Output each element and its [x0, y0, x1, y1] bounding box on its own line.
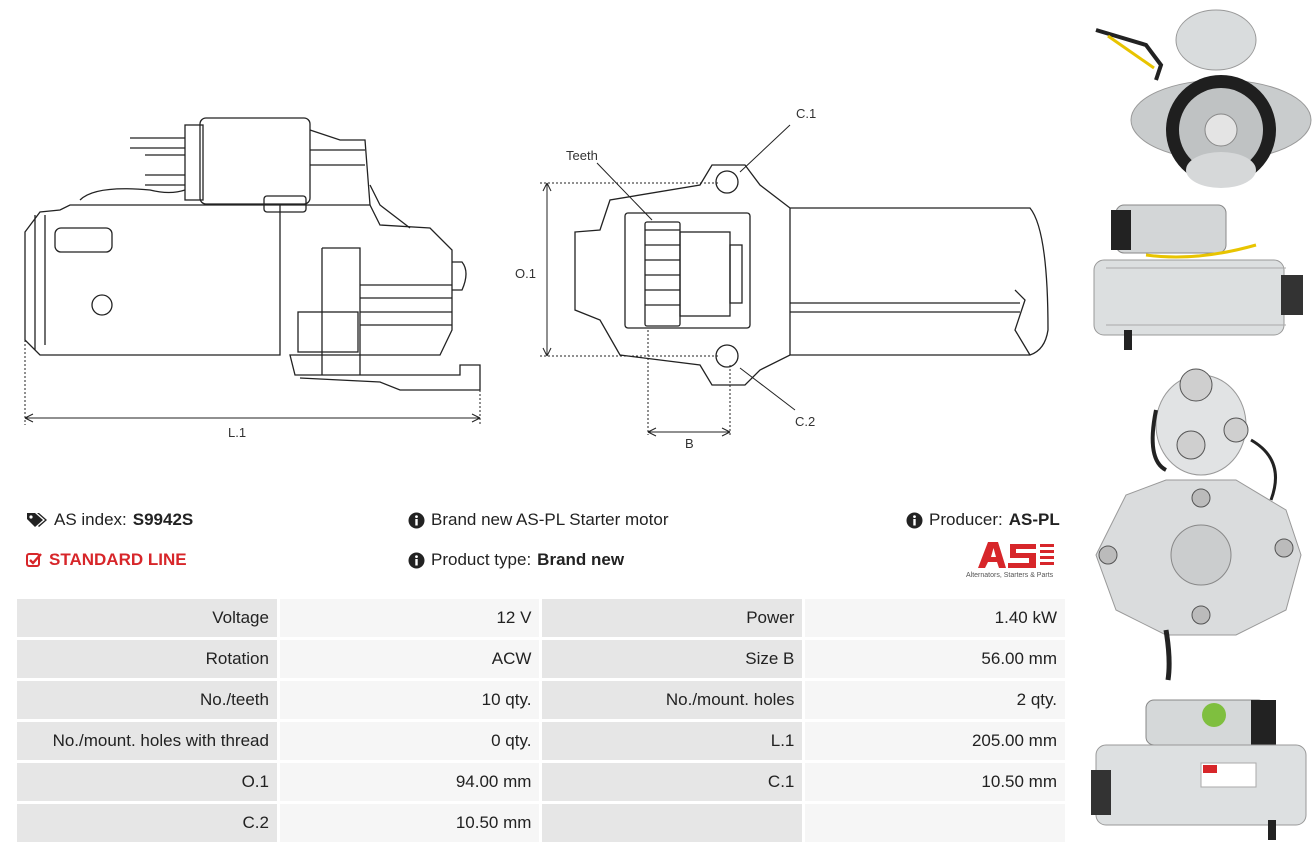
- as-index-row: AS index: S9942S: [26, 510, 193, 530]
- standard-line-label: STANDARD LINE: [49, 550, 187, 569]
- spec-value: 56.00 mm: [805, 640, 1065, 678]
- table-row: Rotation ACW Size B 56.00 mm: [17, 640, 1065, 678]
- dim-label-b: B: [685, 436, 694, 451]
- table-row: O.1 94.00 mm C.1 10.50 mm: [17, 763, 1065, 801]
- info-icon: [408, 512, 425, 529]
- spec-label: Size B: [542, 640, 803, 678]
- spec-label: Rotation: [17, 640, 277, 678]
- as-pl-logo-mark: [978, 542, 1054, 568]
- product-type-row: Product type: Brand new: [408, 550, 624, 570]
- spec-value: 12 V: [279, 599, 540, 637]
- spec-label: No./mount. holes with thread: [17, 722, 277, 760]
- product-photos: [1091, 9, 1312, 840]
- spec-value: 205.00 mm: [805, 722, 1065, 760]
- spec-label: Voltage: [17, 599, 277, 637]
- spec-label: Power: [542, 599, 803, 637]
- spec-value: ACW: [279, 640, 540, 678]
- producer-row: Producer: AS-PL: [906, 510, 1060, 530]
- product-photo-side-2[interactable]: [1091, 699, 1307, 840]
- product-photo-side[interactable]: [1093, 204, 1303, 350]
- tags-icon: [26, 512, 48, 528]
- spec-value: 10.50 mm: [805, 763, 1065, 801]
- spec-value: 10 qty.: [279, 681, 540, 719]
- standard-line-row: STANDARD LINE: [26, 550, 187, 570]
- front-view-dimensions: [540, 124, 796, 437]
- spec-label: O.1: [17, 763, 277, 801]
- spec-value: 10.50 mm: [279, 804, 540, 842]
- dim-label-teeth: Teeth: [566, 148, 598, 163]
- spec-value: 94.00 mm: [279, 763, 540, 801]
- product-photo-front[interactable]: [1095, 9, 1312, 188]
- logo-tagline: Alternators, Starters & Parts: [966, 572, 1054, 579]
- spec-label: No./mount. holes: [542, 681, 803, 719]
- dim-label-o1: O.1: [515, 266, 536, 281]
- table-row: No./teeth 10 qty. No./mount. holes 2 qty…: [17, 681, 1065, 719]
- spec-label: [542, 804, 803, 842]
- product-photo-rear[interactable]: [1095, 368, 1302, 681]
- product-type-label: Product type:: [431, 550, 532, 569]
- as-pl-logo: Alternators, Starters & Parts: [966, 540, 1068, 584]
- table-row: Voltage 12 V Power 1.40 kW: [17, 599, 1065, 637]
- spec-value: 2 qty.: [805, 681, 1065, 719]
- dim-label-c2: C.2: [795, 414, 815, 429]
- table-row: C.2 10.50 mm: [17, 804, 1065, 842]
- as-index-label: AS index:: [54, 510, 127, 529]
- technical-drawing: L.1 O.1 C.1 C.2 B Teeth: [24, 106, 1049, 451]
- spec-value: 1.40 kW: [805, 599, 1065, 637]
- side-view-dimension: [24, 340, 481, 425]
- front-view-drawing: [574, 164, 1049, 386]
- table-row: No./mount. holes with thread 0 qty. L.1 …: [17, 722, 1065, 760]
- spec-value: 0 qty.: [279, 722, 540, 760]
- info-icon: [906, 512, 923, 529]
- producer-label: Producer:: [929, 510, 1003, 529]
- product-description: Brand new AS-PL Starter motor: [431, 510, 669, 529]
- as-index-value: S9942S: [132, 510, 194, 529]
- spec-label: C.2: [17, 804, 277, 842]
- dim-label-l1: L.1: [228, 425, 246, 440]
- info-icon: [408, 552, 425, 569]
- specs-table: Voltage 12 V Power 1.40 kW Rotation ACW …: [14, 596, 1068, 845]
- spec-label: C.1: [542, 763, 803, 801]
- producer-value: AS-PL: [1008, 510, 1060, 529]
- spec-label: L.1: [542, 722, 803, 760]
- dim-label-c1: C.1: [796, 106, 816, 121]
- spec-label: No./teeth: [17, 681, 277, 719]
- spec-value: [805, 804, 1065, 842]
- product-type-value: Brand new: [537, 550, 625, 569]
- description-row: Brand new AS-PL Starter motor: [408, 510, 668, 530]
- side-view-drawing: [24, 117, 481, 391]
- check-square-icon: [26, 552, 43, 568]
